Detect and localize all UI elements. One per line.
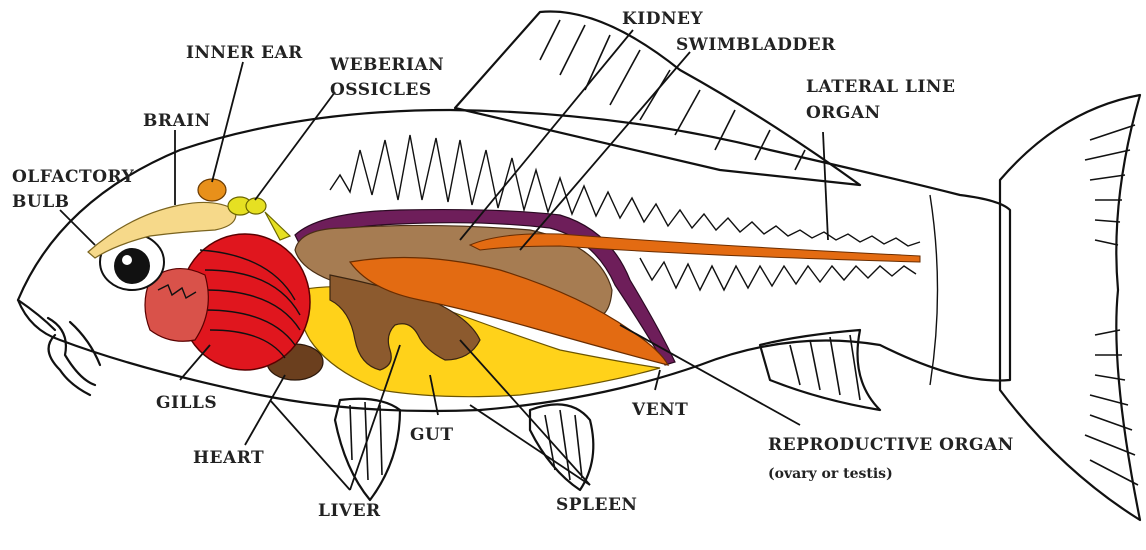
label-olfactory-2: BULB [12, 192, 70, 212]
label-spleen: SPLEEN [556, 495, 637, 515]
weberian-ossicles-shape [228, 197, 290, 240]
peduncle-line [930, 195, 938, 385]
label-swimbladder: SWIMBLADDER [676, 35, 836, 55]
label-heart: HEART [193, 448, 264, 468]
label-gut: GUT [410, 425, 454, 445]
gills-shape [145, 234, 310, 370]
label-reproductive-1: REPRODUCTIVE ORGAN [768, 435, 1014, 455]
mouth-barbels [18, 300, 100, 395]
label-inner-ear: INNER EAR [186, 43, 303, 63]
label-weberian-line2: OSSICLES [330, 80, 432, 100]
label-olfactory-1: OLFACTORY [12, 167, 135, 187]
label-liver: LIVER [318, 501, 381, 521]
label-lateral-line-2: ORGAN [806, 103, 881, 123]
inner-ear-shape [198, 179, 226, 201]
lower-rib-zigzag [640, 258, 916, 290]
label-vent: VENT [631, 400, 688, 420]
label-gills: GILLS [156, 393, 217, 413]
label-brain: BRAIN [143, 111, 211, 131]
label-lateral-line-1: LATERAL LINE [806, 77, 955, 97]
label-reproductive-2: (ovary or testis) [768, 466, 893, 482]
caudal-fin [1000, 95, 1140, 520]
label-weberian-line1: WEBERIAN [329, 55, 444, 75]
label-kidney: KIDNEY [622, 9, 703, 29]
